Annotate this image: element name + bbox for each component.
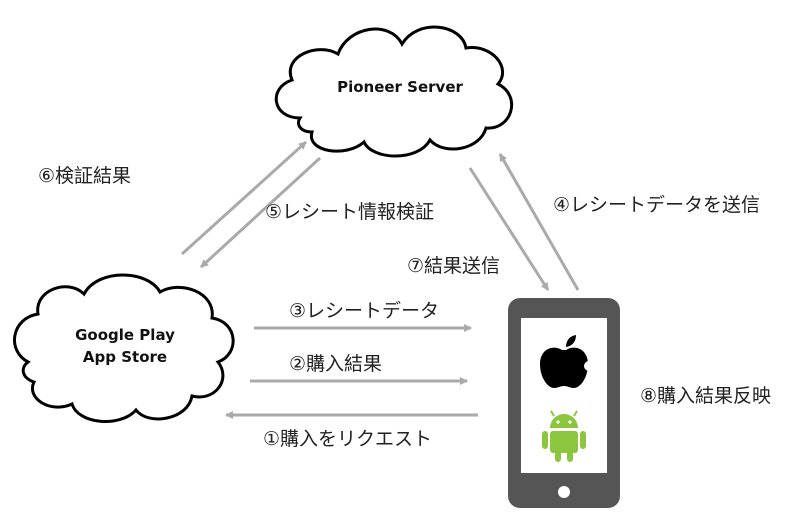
- apple-logo-icon: [540, 335, 594, 388]
- server-cloud-icon: [274, 25, 514, 158]
- label-e1: ①購入をリクエスト: [263, 428, 433, 450]
- label-e4: ④レシートデータを送信: [553, 194, 761, 216]
- label-e2: ②購入結果: [289, 353, 383, 375]
- label-e7: ⑦結果送信: [407, 255, 501, 277]
- label-e8: ⑧購入結果反映: [640, 385, 772, 407]
- smartphone-icon: [508, 298, 620, 508]
- label-e5: ⑤レシート情報検証: [265, 201, 435, 223]
- store-name-line2: App Store: [82, 347, 168, 366]
- arrow-e5: [180, 140, 308, 256]
- label-e3: ③レシートデータ: [289, 300, 440, 322]
- server-label: Pioneer Server: [320, 77, 480, 99]
- store-name-line1: Google Play: [75, 326, 175, 344]
- arrow-e4: [498, 153, 580, 291]
- arrow-e7: [468, 167, 550, 291]
- label-e6: ⑥検証結果: [38, 165, 132, 187]
- store-cloud-icon: [13, 273, 235, 423]
- android-logo-icon: [542, 410, 586, 462]
- store-label: Google Play App Store: [45, 325, 205, 369]
- server-name: Pioneer Server: [337, 78, 463, 96]
- arrow-e6: [199, 156, 322, 269]
